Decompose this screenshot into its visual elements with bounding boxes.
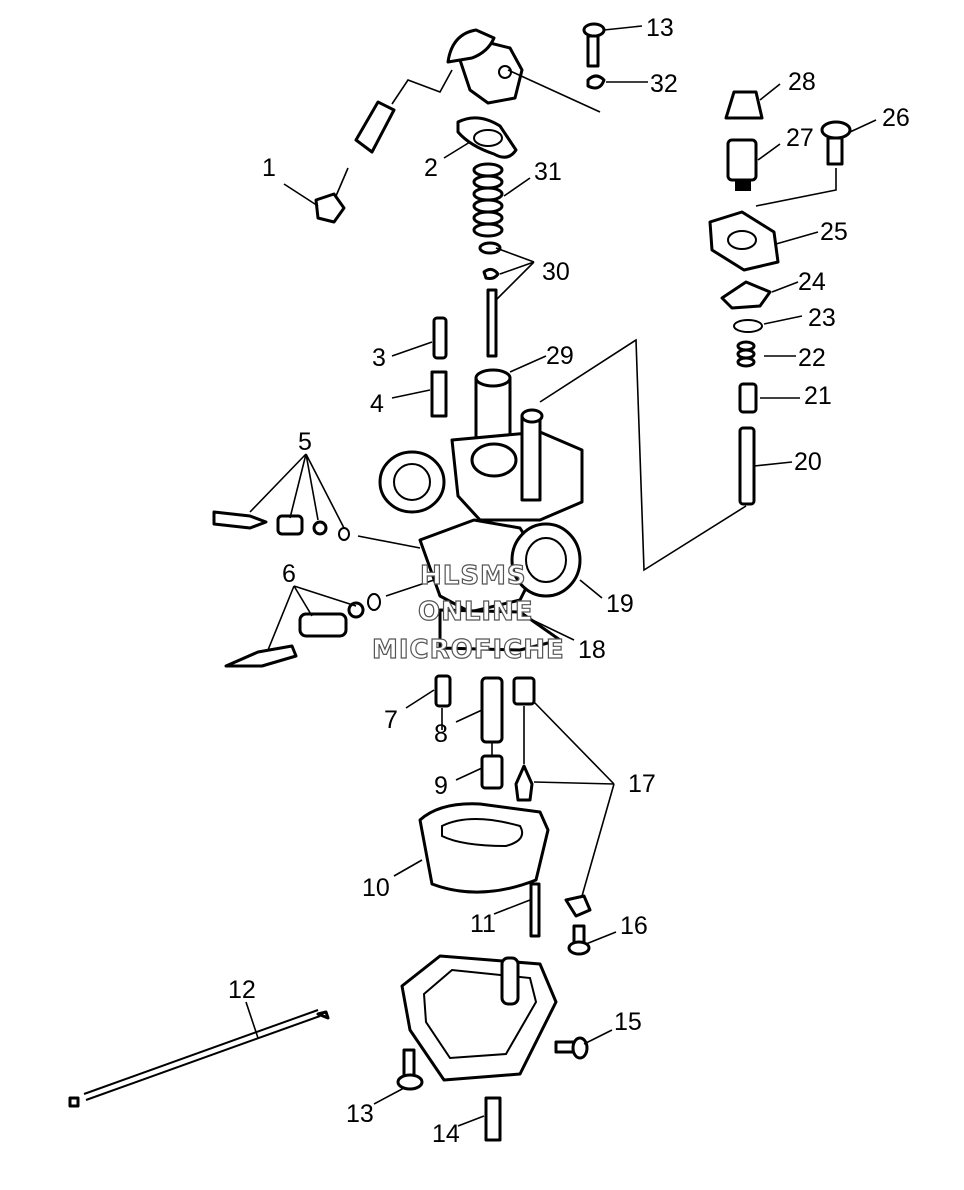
- air-screw-set: [224, 577, 441, 668]
- fuel-fitting-cover: [446, 28, 524, 105]
- callout-24: 24: [798, 268, 826, 296]
- throttle-cable: [68, 1009, 330, 1108]
- choke-diaphragm: [720, 280, 772, 310]
- choke-nut: [726, 138, 758, 191]
- callout-8: 8: [434, 720, 448, 748]
- choke-screw-26: [820, 120, 852, 166]
- callout-20: 20: [794, 448, 822, 476]
- callout-10: 10: [362, 874, 390, 902]
- callout-25: 25: [820, 218, 848, 246]
- callout-13-bottom: 13: [346, 1100, 374, 1128]
- watermark-line-3: MICROFICHE: [372, 635, 565, 665]
- choke-plunger-20: [738, 426, 756, 506]
- callout-32: 32: [650, 70, 678, 98]
- callout-9: 9: [434, 772, 448, 800]
- callout-18: 18: [578, 636, 606, 664]
- tube-4: [430, 370, 448, 418]
- choke-spring: [736, 340, 756, 368]
- callout-leaders: [245, 25, 877, 1127]
- bowl-screw-13: [396, 1048, 424, 1091]
- callout-12: 12: [228, 976, 256, 1004]
- gasket-top: [456, 116, 518, 159]
- callout-28: 28: [788, 68, 816, 96]
- callout-31: 31: [534, 158, 562, 186]
- screw-guide-line: [507, 69, 601, 113]
- float-valve-seat: [512, 676, 536, 706]
- float-bowl: [400, 954, 558, 1082]
- float-pin: [529, 882, 541, 938]
- carburetor-body: [378, 408, 584, 652]
- float-needle: [514, 764, 534, 802]
- callout-22: 22: [798, 344, 826, 372]
- screw-top: [582, 22, 606, 68]
- watermark-line-2: ONLINE: [418, 597, 534, 627]
- choke-plate: [708, 210, 780, 272]
- fitting-3: [432, 316, 448, 360]
- needle-jet: [480, 676, 504, 744]
- callout-1: 1: [262, 154, 276, 182]
- washer-top: [586, 74, 606, 90]
- choke-oring: [733, 319, 763, 333]
- callout-3: 3: [372, 344, 386, 372]
- hose-clamp: [314, 192, 346, 224]
- float: [418, 802, 550, 894]
- callout-14: 14: [432, 1120, 460, 1148]
- callout-29: 29: [546, 342, 574, 370]
- choke-valve-21: [738, 382, 758, 414]
- carb-guide-line: [539, 338, 747, 572]
- jet-needle: [486, 288, 498, 358]
- choke-guide-line: [755, 168, 837, 207]
- watermark-line-1: HLSMS: [420, 561, 527, 591]
- jet-guide-lines: [441, 706, 525, 764]
- needle-retainer: [478, 241, 502, 280]
- callout-27: 27: [786, 124, 814, 152]
- callout-15: 15: [614, 1008, 642, 1036]
- throttle-spring: [472, 162, 504, 238]
- callout-13-top: 13: [646, 14, 674, 42]
- callout-19: 19: [606, 590, 634, 618]
- callout-23: 23: [808, 304, 836, 332]
- callout-6: 6: [282, 560, 296, 588]
- callout-11: 11: [470, 910, 496, 938]
- pilot-jet: [434, 674, 452, 708]
- callout-26: 26: [882, 104, 910, 132]
- callout-16: 16: [620, 912, 648, 940]
- float-arm-clip: [564, 894, 592, 918]
- callout-30: 30: [542, 258, 570, 286]
- main-jet: [480, 754, 504, 790]
- callout-7: 7: [384, 706, 398, 734]
- callout-5: 5: [298, 428, 312, 456]
- callout-21: 21: [804, 382, 832, 410]
- drain-screw-15: [554, 1036, 589, 1060]
- callout-2: 2: [424, 154, 438, 182]
- screw-16: [567, 924, 591, 956]
- fuel-line-hose: [335, 69, 453, 197]
- drain-tube: [484, 1096, 502, 1142]
- choke-cap: [724, 90, 764, 120]
- callout-17: 17: [628, 770, 656, 798]
- callout-4: 4: [370, 390, 384, 418]
